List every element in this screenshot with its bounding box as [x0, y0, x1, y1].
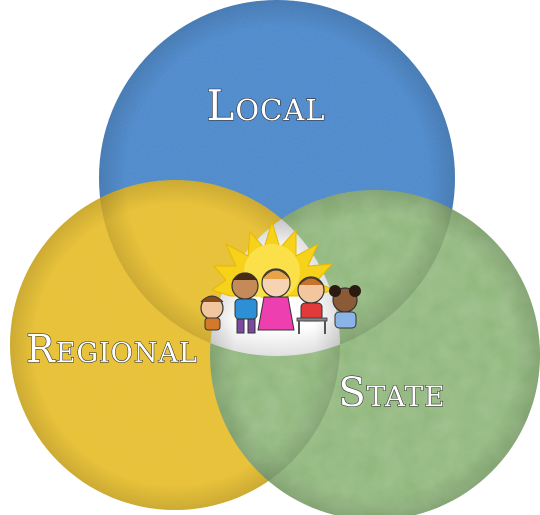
- children-sun-illustration: [200, 220, 361, 334]
- local-label: Local: [206, 81, 325, 130]
- child-figure-3: [257, 268, 295, 331]
- child-figure-5: [329, 285, 361, 329]
- child-figure-1: [200, 295, 224, 331]
- child-figure-2: [231, 272, 259, 334]
- regional-label: Regional: [26, 327, 198, 371]
- child-figure-4: [296, 276, 328, 334]
- state-label: State: [338, 370, 445, 416]
